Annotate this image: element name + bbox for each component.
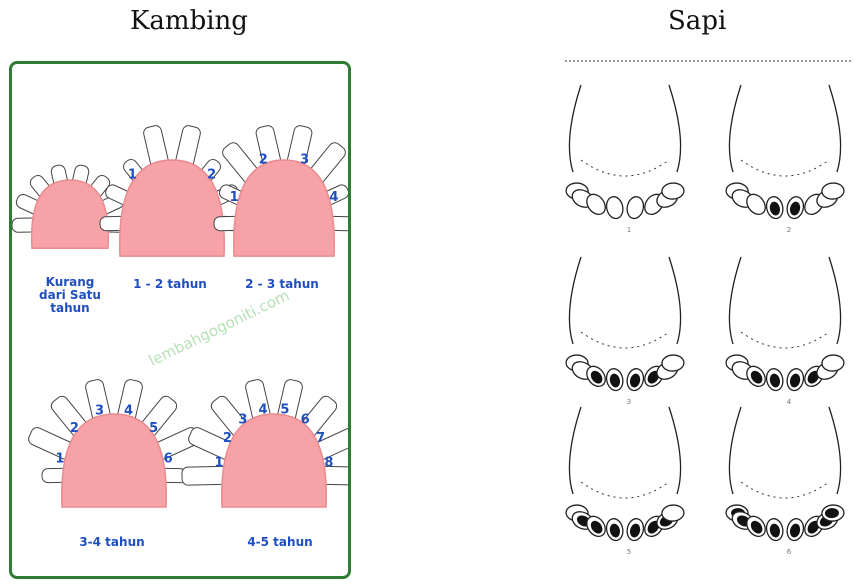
goat-tooth-number: 1 (128, 168, 137, 183)
goat-tooth-number: 6 (164, 451, 173, 466)
cow-jaw-line (829, 257, 841, 344)
cow-jaw-line (729, 407, 741, 494)
goat-heading: Kambing (130, 6, 248, 36)
cow-jaw-line (669, 407, 681, 494)
cow-dotted-arc (741, 482, 829, 498)
goat-stage-label-3: 2 - 3 tahun (242, 278, 322, 291)
goat-tooth-number: 5 (280, 402, 289, 417)
cow-jaw-line (829, 85, 841, 172)
goat-stage-label-line: dari Satu tahun (30, 289, 110, 315)
cow-jaw-line (569, 257, 581, 344)
cow-stage-1: 1 (566, 85, 685, 234)
cow-jaw-line (569, 85, 581, 172)
cow-dentition-panel: 1 2 3 4 5 6 (563, 52, 853, 586)
cow-stage-3: 3 (566, 257, 685, 406)
cow-stage-caption: 4 (787, 398, 792, 406)
cow-dotted-arc (581, 160, 669, 176)
goat-stage-1 (12, 164, 128, 248)
goat-tooth-number: 2 (223, 431, 232, 446)
goat-tooth-number: 8 (324, 456, 333, 471)
cow-jaw-line (829, 407, 841, 494)
goat-tooth-number: 2 (207, 168, 216, 183)
cow-stage-caption: 5 (627, 548, 631, 556)
cow-tooth (821, 354, 844, 371)
cow-jaw-line (729, 257, 741, 344)
goat-tooth-number: 3 (238, 412, 247, 427)
goat-tooth-number: 4 (259, 402, 268, 417)
goat-tooth-number: 1 (55, 451, 64, 466)
goat-tooth-number: 2 (259, 152, 268, 167)
goat-tooth-number: 4 (124, 403, 133, 418)
goat-stage-label-5: 4-5 tahun (240, 536, 320, 549)
goat-stage-label-2: 1 - 2 tahun (130, 278, 210, 291)
cow-jaw-line (669, 85, 681, 172)
cow-dentition-drawing: 1 2 3 4 5 6 (563, 52, 853, 586)
cow-stage-caption: 2 (787, 226, 791, 234)
cow-tooth (821, 182, 844, 199)
goat-stage-label-4: 3-4 tahun (72, 536, 152, 549)
goat-tooth-number: 6 (301, 412, 310, 427)
cow-tooth (605, 195, 625, 220)
cow-stage-4: 4 (726, 257, 845, 406)
goat-tooth-number: 3 (300, 152, 309, 167)
goat-tooth-number: 1 (230, 190, 239, 205)
cow-jaw-line (729, 85, 741, 172)
cow-stage-5: 5 (566, 407, 685, 556)
cow-jaw-line (569, 407, 581, 494)
cow-tooth (661, 182, 684, 199)
cow-stage-caption: 6 (787, 548, 792, 556)
cow-dotted-arc (581, 482, 669, 498)
cow-heading: Sapi (668, 6, 726, 36)
cow-tooth (661, 354, 684, 371)
cow-stage-caption: 3 (627, 398, 631, 406)
goat-tooth-number: 3 (95, 403, 104, 418)
cow-dotted-arc (581, 332, 669, 348)
cow-stage-6: 6 (726, 407, 845, 556)
cow-jaw-line (669, 257, 681, 344)
goat-tooth-number: 1 (215, 456, 224, 471)
cow-stage-2: 2 (726, 85, 845, 234)
cow-dotted-arc (741, 332, 829, 348)
cow-stage-caption: 1 (627, 226, 631, 234)
goat-tooth-number: 2 (70, 421, 79, 436)
cow-tooth (625, 195, 645, 220)
goat-tooth-number: 7 (316, 431, 325, 446)
goat-tooth-number: 4 (329, 190, 338, 205)
cow-tooth (661, 504, 684, 521)
cow-dotted-arc (741, 160, 829, 176)
goat-stage-label-1: Kurang dari Satu tahun (30, 276, 110, 315)
goat-tooth-number: 5 (149, 421, 158, 436)
goat-stage-3: 1 2 3 4 (214, 124, 348, 256)
